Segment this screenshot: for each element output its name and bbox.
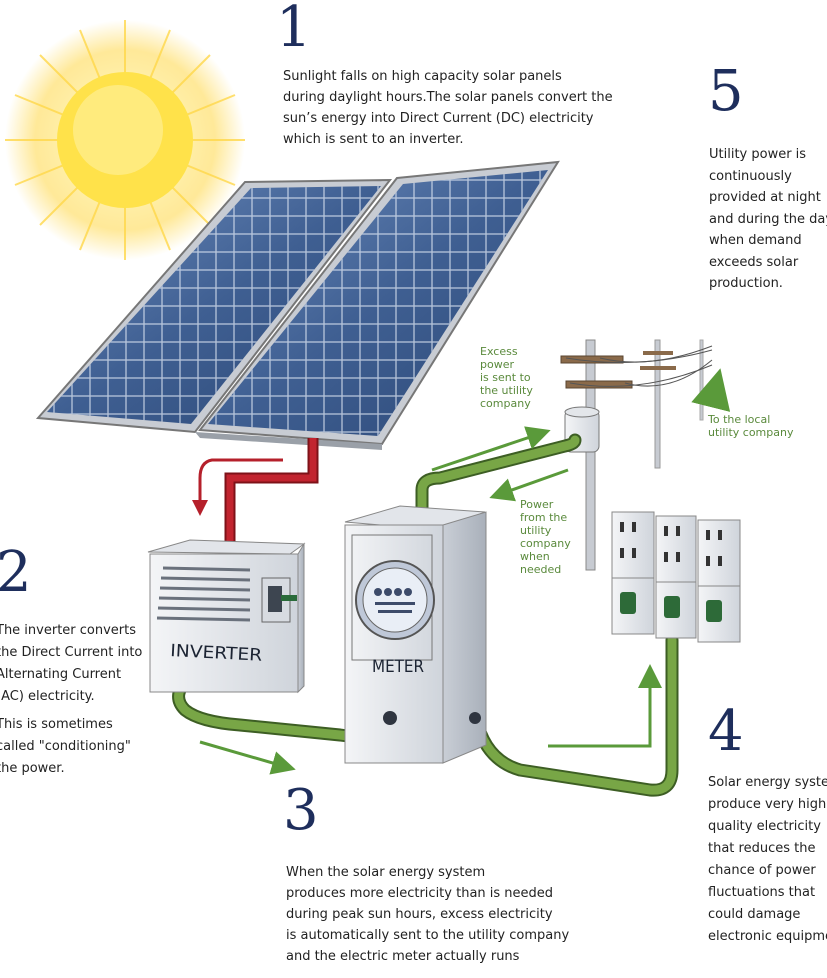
step-1-line: Sunlight falls on high capacity solar pa…	[283, 69, 562, 84]
flow-arrows	[199, 368, 731, 775]
dc-wire	[192, 438, 319, 555]
step-4-line: fluctuations that	[708, 885, 816, 900]
step-5-line: production.	[709, 276, 783, 291]
to-local-utility-note: To the local utility company	[708, 413, 793, 439]
note-line: company	[480, 397, 531, 410]
step-4-line: produce very high	[708, 797, 827, 812]
excess-power-note: Excess power is sent to the utility comp…	[480, 345, 533, 410]
solar-panels	[35, 160, 560, 450]
step-5-line: Utility power is	[709, 147, 807, 162]
step-4-line: could damage	[708, 907, 801, 922]
step-2-line: the power.	[0, 761, 65, 776]
step-4-text: Solar energy systems produce very high q…	[708, 772, 827, 948]
note-line: the utility	[480, 384, 533, 397]
step-2-number: 2	[0, 540, 32, 605]
step-4-line: electronic equipment.	[708, 929, 827, 944]
step-3-text: When the solar energy system produces mo…	[286, 862, 569, 967]
step-4-line: that reduces the	[708, 841, 816, 856]
sun-icon	[5, 20, 245, 260]
step-3-line: during peak sun hours, excess electricit…	[286, 907, 553, 922]
step-4-number: 4	[708, 699, 744, 764]
step-2-line: The inverter converts	[0, 623, 137, 638]
step-5-line: exceeds solar	[709, 254, 799, 270]
inverter-label: INVERTER	[170, 641, 263, 666]
step-5-line: continuously	[709, 168, 792, 184]
step-1-number: 1	[276, 0, 312, 60]
step-5-line: provided at night	[709, 190, 821, 205]
step-2-line: the Direct Current into	[0, 645, 143, 660]
step-5-number: 5	[708, 59, 744, 124]
note-line: Excess	[480, 345, 518, 358]
power-from-utility-note: Power from the utility company when need…	[520, 498, 571, 576]
note-line: from the	[520, 511, 568, 524]
step-5-line: when demand	[709, 233, 802, 248]
step-2-line: (AC) electricity.	[0, 689, 95, 704]
step-1-text: Sunlight falls on high capacity solar pa…	[283, 66, 613, 150]
step-5-text: Utility power is continuously provided a…	[709, 144, 827, 295]
step-1-line: during daylight hours.The solar panels c…	[283, 90, 613, 105]
meter-label: METER	[372, 657, 424, 677]
step-1-line: which is sent to an inverter.	[283, 132, 464, 147]
note-line: utility company	[708, 426, 794, 439]
note-line: power	[480, 358, 514, 371]
step-2-text: The inverter converts the Direct Current…	[0, 620, 142, 780]
inverter-box	[147, 539, 306, 694]
note-line: utility	[520, 524, 552, 537]
outlets-panel	[611, 511, 741, 643]
step-1-line: sun’s energy into Direct Current (DC) el…	[283, 111, 594, 126]
step-3-line: is automatically sent to the utility com…	[286, 928, 570, 943]
step-4-line: quality electricity	[708, 819, 821, 834]
note-line: when	[520, 550, 550, 563]
step-4-line: Solar energy systems	[708, 775, 827, 790]
note-line: company	[520, 537, 571, 550]
step-3-line: When the solar energy system	[286, 865, 486, 880]
step-4-line: chance of power	[708, 863, 816, 878]
step-2-line: called "conditioning"	[0, 739, 131, 754]
step-3-line: produces more electricity than is needed	[286, 886, 554, 901]
step-2-line: Alternating Current	[0, 667, 122, 682]
note-line: Power	[520, 498, 554, 511]
note-line: is sent to	[480, 371, 531, 384]
step-2-line: This is sometimes	[0, 717, 113, 732]
step-5-line: and during the day	[709, 211, 827, 227]
step-3-number: 3	[283, 778, 319, 843]
note-line: To the local	[708, 413, 771, 426]
step-3-line: and the electric meter actually runs	[286, 949, 520, 964]
meter-box	[344, 505, 487, 764]
note-line: needed	[520, 563, 562, 576]
